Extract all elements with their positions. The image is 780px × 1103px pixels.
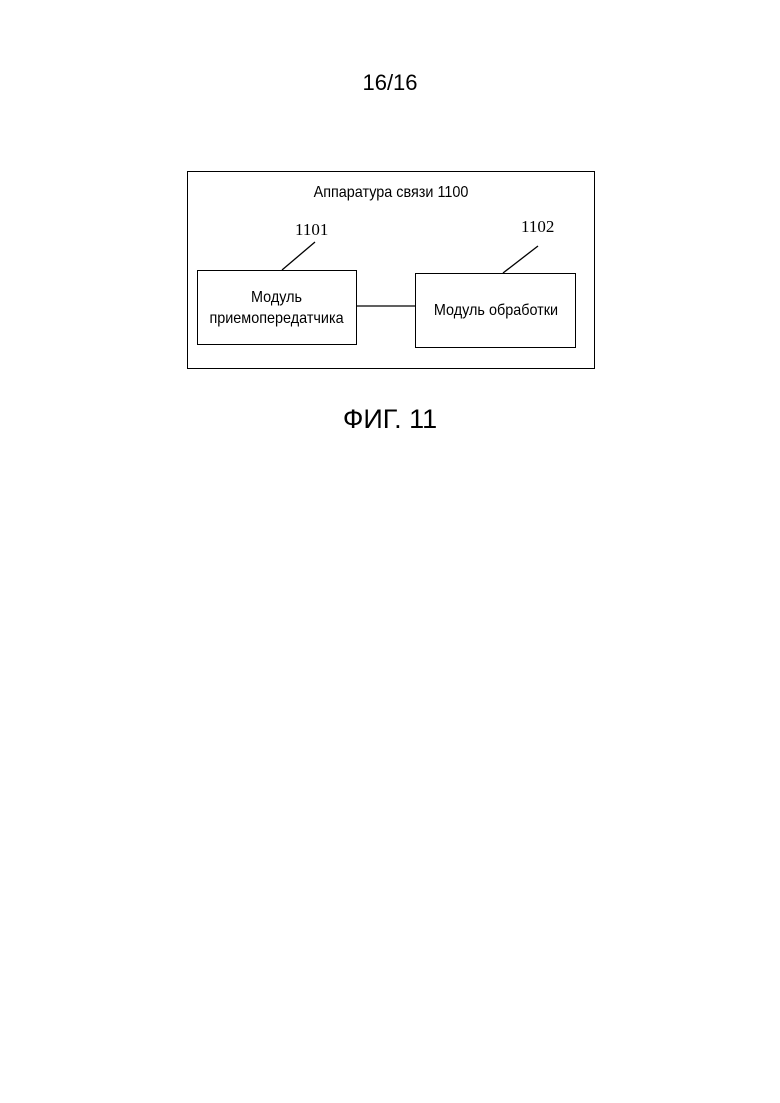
figure-caption: ФИГ. 11 — [0, 401, 780, 437]
transceiver-module-label-line1: Модуль — [210, 287, 344, 308]
communication-apparatus-title: Аппаратура связи 1100 — [207, 181, 574, 205]
transceiver-module-box: Модуль приемопередатчика — [197, 270, 357, 345]
transceiver-module-label-line2: приемопередатчика — [210, 308, 344, 329]
processing-module-label: Модуль обработки — [433, 300, 557, 321]
ref-label-1101: 1101 — [295, 220, 328, 240]
ref-label-1102: 1102 — [521, 217, 554, 237]
processing-module-box: Модуль обработки — [415, 273, 576, 348]
